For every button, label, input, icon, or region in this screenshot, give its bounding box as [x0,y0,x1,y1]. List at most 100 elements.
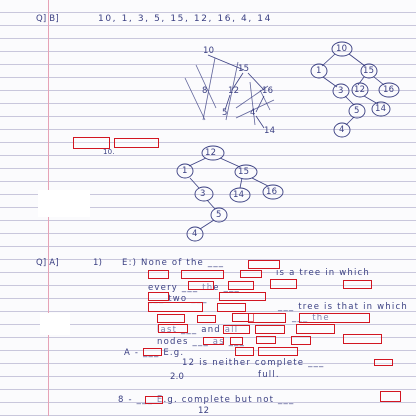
bst-edge [363,95,379,105]
node-label: 10 [203,46,215,56]
bst-edge [373,76,385,86]
redaction-box [203,337,224,345]
redaction-box [114,138,159,148]
item-number: 1) [93,258,103,268]
answer-line: ___ two ___ [148,294,208,304]
redaction-box [73,137,110,149]
tree-node [332,83,350,99]
tree-node [360,63,378,79]
answer-line: 12 [198,406,210,416]
redaction-box [299,313,370,323]
draft-edge [255,95,265,113]
bst-edge [344,95,355,106]
blank-patch [38,190,90,217]
node-label: 1 [182,166,188,176]
after-value: 10. [103,148,115,156]
tree-node [351,82,369,98]
redaction-box [157,314,185,323]
node-label: 15 [238,64,250,74]
after-edge [219,157,241,168]
node-label: 15 [238,167,250,177]
redaction-box [223,325,250,334]
redaction-box [240,270,262,278]
node-label: 8 [202,86,208,96]
answer-line: E:) None of the ___ [122,258,225,268]
draft-edge [231,72,244,91]
draft-tree [184,54,275,129]
answer-line: 12 is neither complete ___ [182,358,325,368]
bst-edge [321,53,336,67]
redaction-box [343,280,372,289]
bst-edge [348,53,366,67]
after-edge [239,177,243,189]
node-label: 14 [233,190,245,200]
after-edge [188,157,207,167]
node-label: 1 [316,66,322,76]
answer-line: every ___ the ___ [148,283,240,293]
redaction-box [256,336,276,344]
answer-line: full. [258,370,280,380]
tree-node [333,122,351,138]
tree-node [371,101,391,117]
answer-line: last ___ and all [157,325,239,335]
answer-line: ___ the [292,313,330,323]
tree-node [378,82,400,98]
tree-node [194,186,214,202]
bst-edge [322,76,338,88]
redaction-box [235,347,254,356]
node-label: 14 [264,126,276,136]
after-edge [189,177,200,189]
bst-edge [345,116,355,126]
redaction-box [380,391,401,402]
node-label: 12 [354,85,366,95]
question-label: Q] A] [36,258,59,268]
tree-node [348,103,366,119]
bst-edge [357,76,365,86]
redaction-box [248,313,286,323]
node-label: 5 [354,106,360,116]
tree-node [229,187,251,203]
after-tree [176,145,284,242]
node-label: 4 [339,125,345,135]
tree-node [262,184,284,200]
node-label: 4 [192,229,198,239]
node-label: 5 [222,108,228,118]
scratch-marks [235,85,275,119]
draft-edge [224,94,231,111]
redaction-box [228,281,254,290]
after-edge [251,177,269,187]
after-edge [199,219,215,230]
node-label: 12 [205,148,217,158]
redaction-box [219,292,266,301]
node-label: 16 [383,85,395,95]
draft-edge [255,115,265,129]
tree-node [201,145,225,161]
redaction-box [270,279,297,289]
tree-node [210,207,228,223]
node-label: 14 [375,104,387,114]
tree-node [310,63,328,79]
tree-node [176,163,194,179]
node-label: 5 [216,210,222,220]
redaction-box [255,325,285,334]
redaction-box [188,281,214,290]
answer-line: A - ___ E.g. [124,348,185,358]
sequence-text: 10, 1, 3, 5, 15, 12, 16, 4, 14 [98,14,272,24]
bst-tree [310,41,400,138]
tree-node [331,41,353,57]
node-label: 4 [250,108,256,118]
answer-line: nodes ___ as ___ [157,337,246,347]
answer-line: 2.0 [170,372,185,382]
answer-line: ___ tree is that in which [278,302,408,312]
answer-line: is a tree in which [276,268,371,278]
redaction-box [197,315,216,323]
answer-line: 8 - ___ E.g. complete but not ___ [118,395,295,405]
node-label: 3 [200,189,206,199]
redaction-box [148,302,203,312]
redaction-box [217,303,246,312]
node-label: 10 [336,44,348,54]
redaction-box [148,270,169,279]
node-label: 15 [363,66,375,76]
node-label: 12 [228,86,240,96]
